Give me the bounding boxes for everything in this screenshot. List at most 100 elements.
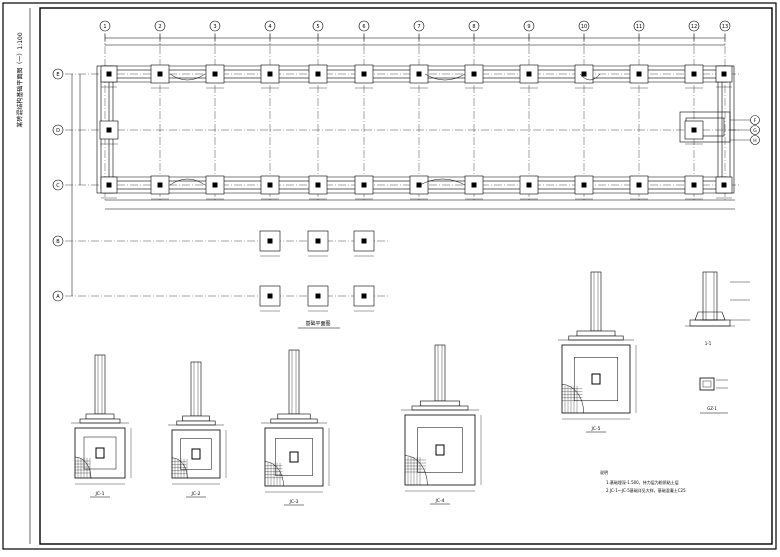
- notes-title: 说明: [600, 469, 608, 475]
- axis-label-top: 13: [722, 24, 728, 30]
- column-footing: [205, 64, 225, 89]
- column-footing: [409, 175, 429, 200]
- column-footing: [307, 285, 329, 312]
- axis-bubble-top: 1: [99, 20, 111, 32]
- axis-bubble-top: 4: [264, 20, 276, 32]
- column-footing: [684, 175, 704, 200]
- footing-label: JC-2: [191, 491, 201, 497]
- column-footing: [715, 176, 733, 199]
- axis-bubble-left: A: [52, 290, 64, 302]
- column-footing: [100, 176, 118, 199]
- axis-bubble-top: 7: [413, 20, 425, 32]
- inner-frame: [39, 7, 773, 545]
- column-footing: [99, 120, 119, 145]
- footing-detail-jc: JC-2: [168, 361, 227, 498]
- notes-line-1: 1.基础埋深-1.500，持力层为粉质粘土层: [606, 479, 679, 485]
- gz-1-detail: GZ-1: [699, 377, 728, 414]
- column-footing: [259, 285, 281, 312]
- column-footing: [308, 175, 328, 200]
- column-footing: [684, 64, 704, 89]
- axis-bubble-left: E: [52, 68, 64, 80]
- sheet-border: [2, 2, 777, 550]
- column-footing: [354, 175, 374, 200]
- footing-label: JC-3: [289, 499, 299, 505]
- column-footing: [150, 175, 170, 200]
- axis-label-top: 9: [527, 24, 530, 30]
- column-footing: [574, 175, 594, 200]
- footing-detail-jc: JC-1: [71, 354, 132, 498]
- plan-title: 基础平面图: [305, 320, 330, 327]
- column-footing: [205, 175, 225, 200]
- axis-label-top: 4: [268, 24, 271, 30]
- axis-label-left: A: [56, 294, 60, 300]
- column-footing: [100, 65, 118, 88]
- column-footing: [353, 230, 375, 257]
- axis-label-left: E: [56, 72, 59, 78]
- axis-bubble-top: 12: [688, 20, 700, 32]
- axis-bubble-right: G: [730, 125, 760, 135]
- axis-label-top: 3: [213, 24, 216, 30]
- axis-bubble-left: C: [52, 179, 64, 191]
- section-label: 1-1: [705, 341, 712, 346]
- column-footing: [519, 175, 539, 200]
- column-footing: [308, 64, 328, 89]
- axis-bubble-top: 10: [578, 20, 590, 32]
- footing-detail-jc: JC-3: [261, 349, 330, 506]
- axis-label-top: 1: [103, 24, 106, 30]
- column-footing: [574, 64, 594, 89]
- column-footing: [353, 285, 375, 312]
- axis-label-top: 11: [636, 24, 642, 30]
- column-footing: [464, 64, 484, 89]
- side-title: 某砖混结构基础平面图（一）1:100: [16, 32, 24, 127]
- footing-label: JC-5: [591, 426, 601, 432]
- notes-block: 说明 1.基础埋深-1.500，持力层为粉质粘土层 2.JC-1～JC-5基础详…: [600, 469, 686, 493]
- axis-bubble-top: 8: [468, 20, 480, 32]
- axis-bubble-left: D: [52, 124, 64, 136]
- axis-bubble-top: 5: [312, 20, 324, 32]
- axis-bubble-top: 13: [719, 20, 731, 32]
- axis-label-right: F: [754, 118, 757, 124]
- footing-detail-jc: JC-4: [401, 344, 482, 505]
- axis-label-right: H: [753, 138, 756, 144]
- axis-label-left: B: [56, 239, 60, 245]
- axis-label-top: 7: [417, 24, 420, 30]
- column-footing: [307, 230, 329, 257]
- section-1-1: 1-1: [685, 271, 750, 346]
- notes-line-2: 2.JC-1～JC-5基础详见大样，基础混凝土C25: [606, 487, 686, 493]
- axis-bubble-top: 11: [633, 20, 645, 32]
- axis-label-top: 5: [316, 24, 319, 30]
- column-footing: [150, 64, 170, 89]
- axis-label-top: 2: [158, 24, 161, 30]
- footing-label: JC-4: [435, 498, 445, 504]
- axis-bubble-left: B: [52, 235, 64, 247]
- column-footing: [715, 65, 733, 88]
- axis-label-top: 10: [581, 24, 587, 30]
- axis-label-left: D: [56, 128, 60, 134]
- axis-bubble-right: H: [730, 135, 760, 145]
- footing-detail-jc: JC-5: [558, 271, 637, 433]
- axis-bubble-top: 6: [358, 20, 370, 32]
- axis-bubble-top: 3: [209, 20, 221, 32]
- axis-label-right: G: [753, 128, 757, 134]
- column-footing: [684, 120, 704, 145]
- column-footing: [260, 175, 280, 200]
- column-footings: [99, 64, 733, 312]
- column-footing: [519, 64, 539, 89]
- column-footing: [354, 64, 374, 89]
- axis-bubble-right: F: [730, 115, 760, 125]
- axis-bubble-top: 9: [523, 20, 535, 32]
- column-footing: [260, 64, 280, 89]
- axis-label-top: 8: [472, 24, 475, 30]
- axis-label-left: C: [56, 183, 60, 189]
- gz-label: GZ-1: [707, 406, 717, 411]
- column-footing: [259, 230, 281, 257]
- column-footing: [629, 175, 649, 200]
- axis-label-top: 6: [362, 24, 365, 30]
- column-footing: [629, 64, 649, 89]
- column-footing: [409, 64, 429, 89]
- axis-label-top: 12: [691, 24, 697, 30]
